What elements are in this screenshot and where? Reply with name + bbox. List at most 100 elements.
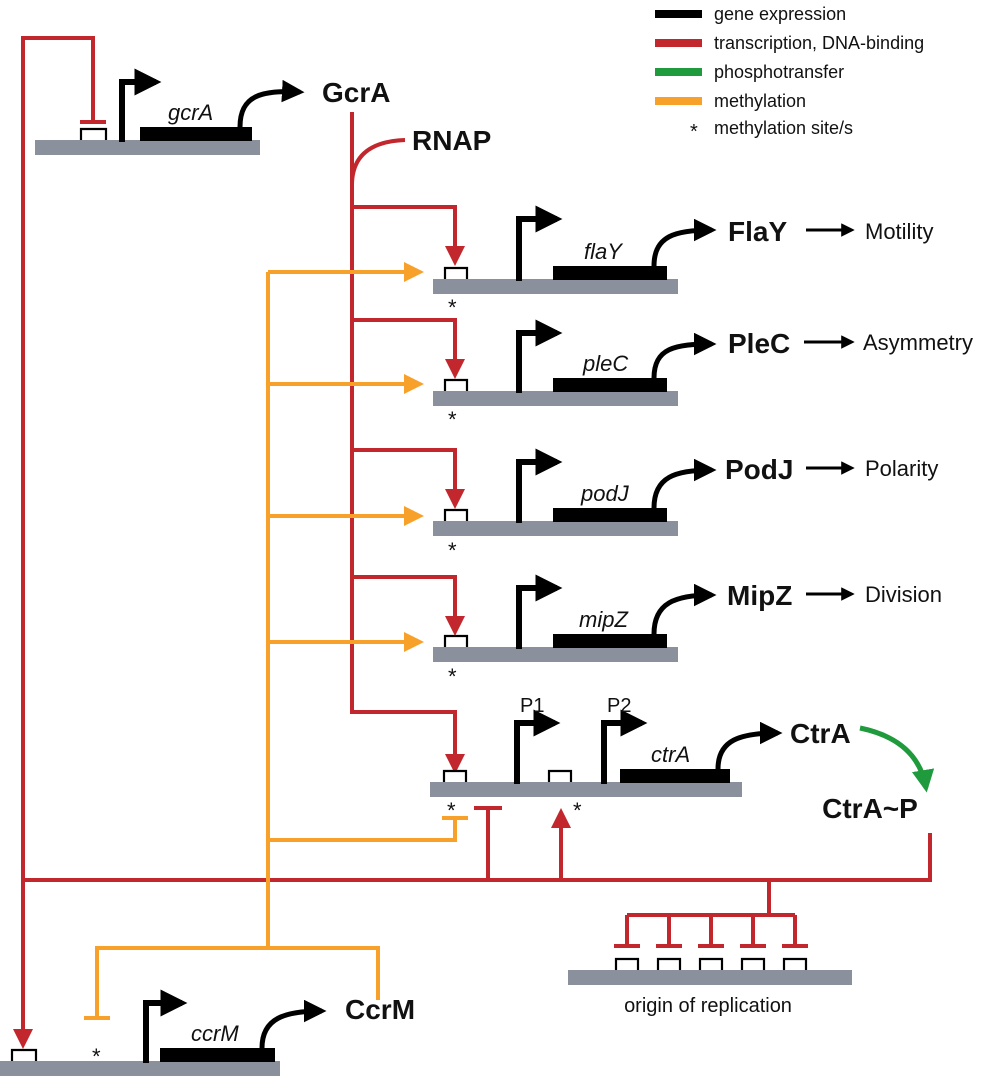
protein-FlaY: FlaY — [728, 216, 787, 247]
phenotype-asymmetry: Asymmetry — [863, 330, 973, 355]
phenotype-polarity: Polarity — [865, 456, 938, 481]
site-mark-pleC: * — [448, 407, 457, 432]
promoter-flaY — [516, 205, 563, 281]
express-pleC — [651, 332, 717, 379]
legend-label-expression: gene expression — [714, 4, 846, 24]
gene-label-pleC: pleC — [582, 351, 628, 376]
express-flaY — [651, 218, 717, 267]
transcription-paths — [13, 36, 932, 1049]
gene-label-ctrA: ctrA — [651, 742, 690, 767]
site-ccrM — [10, 1048, 38, 1061]
site-flaY — [443, 266, 469, 279]
site-mark-ctrA-2: * — [573, 798, 582, 823]
legend-label-transcription: transcription, DNA-binding — [714, 33, 924, 53]
legend-site-symbol: * — [690, 121, 698, 143]
site-origin-5 — [782, 957, 808, 970]
legend-label-methylation: methylation — [714, 91, 806, 111]
dna-flaY — [433, 279, 678, 294]
gene-label-mipZ: mipZ — [579, 607, 629, 632]
promoter-label-P1: P1 — [520, 695, 544, 717]
site-pleC — [443, 378, 469, 391]
gene-body-mipZ — [553, 634, 667, 648]
express-mipZ — [651, 583, 717, 635]
site-ctrA-1 — [442, 769, 468, 782]
site-origin-1 — [614, 957, 640, 970]
gcrA-to-pleC — [352, 318, 465, 379]
site-mipZ — [443, 634, 469, 647]
site-origin-4 — [740, 957, 766, 970]
protein-PodJ: PodJ — [725, 454, 793, 485]
origin-label: origin of replication — [624, 995, 792, 1017]
promoter-ctrA-P2 — [601, 709, 648, 784]
ctrAP-to-origin — [627, 880, 795, 917]
dna-pleC — [433, 391, 678, 406]
gene-body-ccrM — [160, 1048, 275, 1062]
legend-label-phosphotransfer: phosphotransfer — [714, 62, 844, 82]
site-gcrA — [79, 127, 108, 140]
dna-gcrA — [35, 140, 260, 155]
protein-CtrA-P: CtrA~P — [822, 793, 918, 824]
gene-label-flaY: flaY — [584, 239, 623, 264]
labels: gcrA flaY pleC podJ mipZ ctrA ccrM GcrA … — [92, 77, 973, 1069]
protein-CcrM: CcrM — [345, 994, 415, 1025]
phenotype-division: Division — [865, 582, 942, 607]
gene-label-ccrM: ccrM — [191, 1021, 239, 1046]
express-podJ — [651, 458, 717, 509]
express-gcrA — [237, 79, 305, 128]
promoter-podJ — [516, 448, 563, 523]
site-ctrA-2 — [547, 769, 573, 782]
ctrA-phosphotransfer — [859, 725, 935, 793]
phenotype-arrows — [804, 223, 855, 601]
promoter-ccrM — [143, 989, 188, 1063]
gene-body-podJ — [553, 508, 667, 522]
site-mark-podJ: * — [448, 538, 457, 563]
gene-body-gcrA — [140, 127, 252, 141]
methylation-paths — [84, 262, 468, 1020]
gcrA-to-podJ — [352, 448, 465, 509]
gene-label-gcrA: gcrA — [168, 100, 213, 125]
promoter-label-P2: P2 — [607, 695, 631, 717]
protein-RNAP: RNAP — [412, 125, 491, 156]
gene-body-pleC — [553, 378, 667, 392]
protein-PleC: PleC — [728, 328, 790, 359]
site-podJ — [443, 508, 469, 521]
expression-arrows — [237, 79, 783, 1049]
ctrAP-output — [23, 833, 932, 882]
dna-origin — [568, 970, 852, 985]
protein-CtrA: CtrA — [790, 718, 851, 749]
ccrM-to-ctrA — [268, 818, 457, 842]
site-mark-ctrA-1: * — [447, 798, 456, 823]
site-origin-2 — [656, 957, 682, 970]
express-ccrM — [259, 999, 327, 1049]
promoter-gcrA — [119, 68, 162, 142]
dna-mipZ — [433, 647, 678, 662]
dna-podJ — [433, 521, 678, 536]
site-origin-3 — [698, 957, 724, 970]
rnap-curve — [350, 138, 406, 186]
gene-body-ctrA — [620, 769, 730, 783]
promoters — [119, 68, 648, 1063]
promoter-pleC — [516, 319, 563, 393]
binding-sites — [10, 127, 808, 1061]
protein-GcrA: GcrA — [322, 77, 390, 108]
legend-label-site: methylation site/s — [714, 118, 853, 138]
site-mark-ccrM: * — [92, 1044, 101, 1069]
protein-MipZ: MipZ — [727, 580, 792, 611]
gcrA-trunk — [350, 112, 465, 774]
ccrM-to-self — [95, 946, 268, 1018]
dna-ccrM — [0, 1061, 280, 1076]
gcrA-to-flaY — [352, 205, 465, 266]
gene-body-flaY — [553, 266, 667, 280]
promoter-ctrA-P1 — [514, 709, 561, 784]
gcrA-self-repression — [21, 36, 95, 1040]
express-ctrA — [715, 721, 783, 770]
dna-ctrA — [430, 782, 742, 797]
gene-label-podJ: podJ — [580, 481, 630, 506]
site-mark-flaY: * — [448, 295, 457, 320]
ccrM-trunk — [266, 272, 380, 1000]
promoter-mipZ — [516, 574, 563, 649]
phenotype-motility: Motility — [865, 219, 933, 244]
legend: gene expression transcription, DNA-bindi… — [655, 4, 924, 143]
site-mark-mipZ: * — [448, 664, 457, 689]
